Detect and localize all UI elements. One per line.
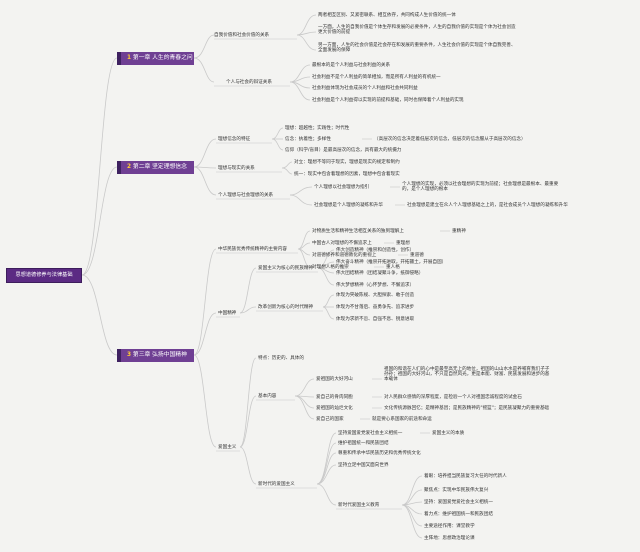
ch3-national-item-2[interactable]: 伟大奋斗精神（推崇开拓进取，开拓疆土，开展自固） xyxy=(336,260,447,265)
ch3-national-item-4[interactable]: 伟大梦想精神（心怀梦想、不懈追求） xyxy=(336,283,415,288)
ch3-education-item-6[interactable]: 主阵地：思想政治理论课 xyxy=(424,536,475,541)
ch1-value-item-2[interactable]: 一方面，人生的自我价值是个体生存和发展的必要条件，人生的自我价值的实现是个体为社… xyxy=(318,25,516,35)
ch1-group-individual-society[interactable]: 个人与社会的辩证关系 xyxy=(226,80,272,85)
ch2-feature-ideal[interactable]: 理想：超越性；实践性；时代性 xyxy=(285,126,350,131)
ch3-spirit-item-4[interactable]: 对理想人格的推崇 xyxy=(312,265,349,270)
ch1-group-self-social-value[interactable]: 自我价值和社会价值的关系 xyxy=(214,33,270,38)
ch3-national-item-3[interactable]: 伟大团结精神（团结凝聚斗争，抵御侵略） xyxy=(336,271,424,276)
ch1-society-item-1[interactable]: 最根本的是个人利益与社会利益的关系 xyxy=(312,63,391,68)
ch2-feature-faith[interactable]: 信仰（科学/盲目）是最高层次的信念，具有最大的统摄力 xyxy=(285,148,402,153)
ch3-spirit-item-1[interactable]: 对物质生活和精神生活相互关系的独到理解上 xyxy=(312,229,404,234)
ch3-basic-note-1: 祖国的和谐在人们的心中是最至高无上的地位，祖国的山山水水是养哺育我们子子孙孙；祖… xyxy=(384,367,550,382)
ch3-education-item-2[interactable]: 聚焦点：实现中华民族伟大复兴 xyxy=(424,488,489,493)
ch3-new-era-item-4[interactable]: 坚持立足中国又面向世界 xyxy=(338,463,389,468)
ch3-basic-note-2: 对人民群众感情的深厚程度，是检验一个人对祖国忠诚程度的试金石 xyxy=(384,395,522,400)
ch3-patriotism-education[interactable]: 新时代爱国主义教育 xyxy=(338,503,380,508)
ch3-group-patriotism[interactable]: 爱国主义 xyxy=(218,445,237,450)
ch2-group-ideal-belief-features[interactable]: 理想信念的特征 xyxy=(218,137,251,142)
ch1-society-item-2[interactable]: 社会利益不是个人利益的简单相加，而是所有人利益的有机统一 xyxy=(312,75,441,80)
ch3-era-item-2[interactable]: 体现为不甘落后、奋勇争先、追求进步 xyxy=(336,305,415,310)
ch2-group-ideal-reality[interactable]: 理想与现实的关系 xyxy=(218,166,255,171)
ch1-society-item-4[interactable]: 社会利益是个人利益得以实现的前提和基础，同时也保障着个人利益的实现 xyxy=(312,98,464,103)
chapter-2-node[interactable]: 2 第二章 坚定理想信念 xyxy=(117,161,194,174)
ch1-society-item-3[interactable]: 社会利益体现为社会成员的个人利益和社会共同利益 xyxy=(312,86,418,91)
ch2-reality-opposition[interactable]: 对立：理想不等同于现实，理想是现实的规定和制约 xyxy=(294,160,400,165)
ch2-social-ideal-note: 社会理想是建立在众人个人理想基础之上的，是社会成员个人理想的凝练和升华 xyxy=(407,203,568,208)
chapter-2-number: 2 xyxy=(127,164,132,170)
chapter-2-title: 第二章 坚定理想信念 xyxy=(132,164,187,170)
ch2-personal-ideal-guided[interactable]: 个人理想以社会理想为指引 xyxy=(314,185,370,190)
ch3-basic-item-2[interactable]: 爱自己的骨肉同胞 xyxy=(316,395,353,400)
ch3-education-item-4[interactable]: 着力点：维护祖国统一和民族团结 xyxy=(424,512,493,517)
ch3-spirit-tag-3: 重道德 xyxy=(410,253,424,258)
ch3-era-item-1[interactable]: 体现为突破陈规、大胆探索、敢于创造 xyxy=(336,293,415,298)
ch2-reality-unity[interactable]: 统一：现实中包含着理想的因素，理想中包含着现实 xyxy=(294,172,400,177)
ch3-national-item-1[interactable]: 伟大创造精神（推崇和创造性，创作） xyxy=(336,248,415,253)
ch3-era-spirit[interactable]: 改革创新为核心的时代精神 xyxy=(258,305,314,310)
chapter-1-number: 1 xyxy=(127,55,132,61)
ch2-social-ideal-sublimation[interactable]: 社会理想是个人理想的凝练和升华 xyxy=(314,203,383,208)
ch3-basic-item-1[interactable]: 爱祖国的大好河山 xyxy=(316,377,353,382)
ch3-patriotism-features[interactable]: 特点：历史的、具体的 xyxy=(258,356,304,361)
chapter-3-node[interactable]: 3 第三章 弘扬中国精神 xyxy=(117,349,194,362)
ch3-education-item-1[interactable]: 着眼：培养担当民族复习大任的时代新人 xyxy=(424,474,507,479)
ch3-new-era-item-1[interactable]: 坚持爱国爱党爱社会主义相统一 xyxy=(338,431,403,436)
ch2-belief-note: （高层次的信念决定着低层次的信念，低层次的信念服从于高层次的信念） xyxy=(374,137,526,142)
chapter-3-number: 3 xyxy=(127,352,132,358)
chapter-1-title: 第一章 人生的青春之问 xyxy=(132,55,193,61)
ch3-basic-item-3[interactable]: 爱祖国的灿烂文化 xyxy=(316,406,353,411)
ch3-spirit-tag-2: 重理想 xyxy=(396,241,410,246)
ch3-spirit-item-2[interactable]: 中国古人对理想的不懈追求上 xyxy=(312,241,372,246)
ch2-feature-belief[interactable]: 信念：执着性；多样性 xyxy=(285,137,331,142)
ch1-value-item-3[interactable]: 另一方面，人生的社会价值是社会存在和发展的重要条件，人生社会价值的实现是个体自我… xyxy=(318,43,516,53)
ch3-group-china-spirit[interactable]: 中国精神 xyxy=(218,311,237,316)
ch3-basic-content[interactable]: 基本内容 xyxy=(258,394,277,399)
root-node[interactable]: 思想道德修养与法律基础 xyxy=(6,268,82,283)
ch3-education-item-5[interactable]: 主要途径作用：课堂教学 xyxy=(424,524,475,529)
ch2-personal-ideal-note: 个人理想的实现，必须以社会理想的实现为前提；社会理想是最根本、最重要的，是个人理… xyxy=(402,182,559,192)
chapter-1-node[interactable]: 1 第一章 人生的青春之问 xyxy=(117,52,194,65)
ch3-national-spirit[interactable]: 爱国主义为核心的民族精神 xyxy=(258,266,314,271)
ch3-new-era-item-2[interactable]: 维护祖国统一和民族团结 xyxy=(338,441,389,446)
ch3-spirit-tag-1: 重精神 xyxy=(452,229,466,234)
ch2-group-personal-social-ideal[interactable]: 个人理想与社会理想的关系 xyxy=(218,193,274,198)
ch3-basic-note-3: 文化传统源脉回忆；是精神基因；是民族精神的"摇篮"；是民族凝聚力的重要基础 xyxy=(384,406,550,411)
ch1-value-item-1[interactable]: 两者相互区别、又紧密联系、相互依存，共同构成人生价值的统一体 xyxy=(318,13,456,18)
chapter-3-title: 第三章 弘扬中国精神 xyxy=(132,352,187,358)
ch3-spirit-item-3[interactable]: 对道德修养和道德教化的重视上 xyxy=(312,253,377,258)
ch3-era-item-3[interactable]: 体现为求新不怠、自强不息、锐意进取 xyxy=(336,317,415,322)
ch3-group-traditional-spirit[interactable]: 中华民族优秀传统精神的主要内容 xyxy=(218,247,287,252)
ch3-new-era-item-3[interactable]: 尊重和传承中华民族历史和优秀传统文化 xyxy=(338,451,421,456)
ch3-new-era-tag-1: 爱国主义的本质 xyxy=(432,431,465,436)
ch3-education-item-3[interactable]: 坚持：爱国爱党爱社会主义相统一 xyxy=(424,500,493,505)
ch3-spirit-tag-4: 重人格 xyxy=(386,265,400,270)
ch3-basic-item-4[interactable]: 爱自己的国家 xyxy=(316,417,344,422)
ch3-new-era-patriotism[interactable]: 新时代的爱国主义 xyxy=(258,482,295,487)
ch3-basic-note-4: 就是要心系国家的前途和命运 xyxy=(372,417,432,422)
